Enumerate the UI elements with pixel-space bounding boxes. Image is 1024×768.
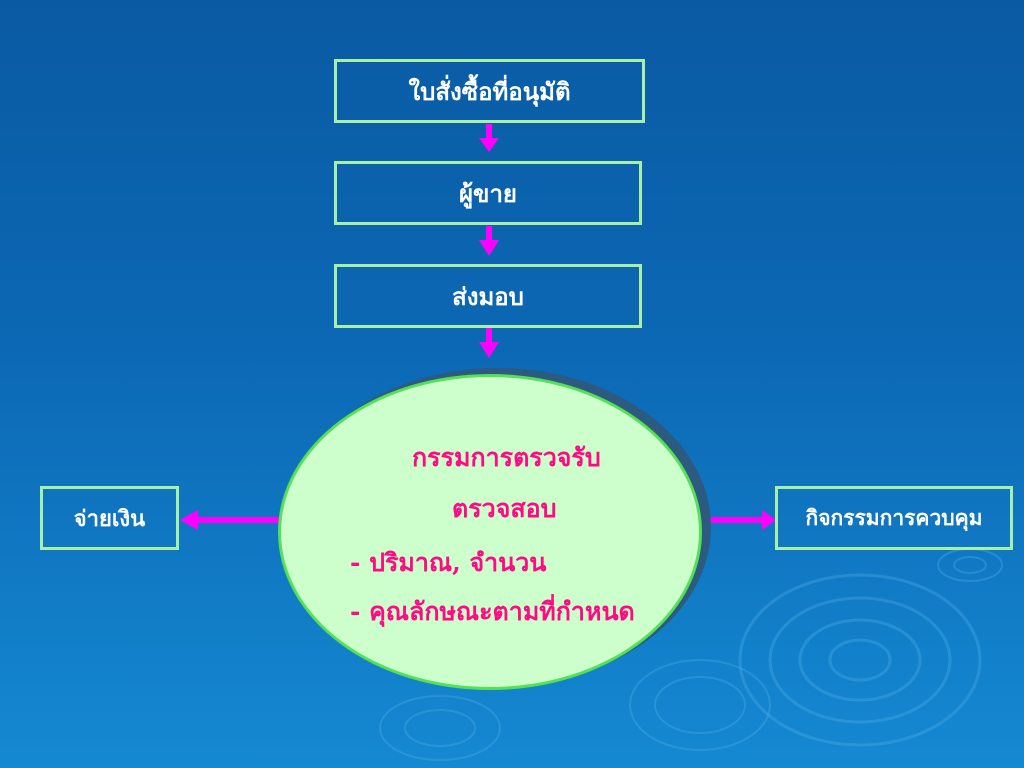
committee-bullet-quantity: - ปริมาณ, จำนวน xyxy=(350,548,547,577)
control-activities-label: กิจกรรมการควบคุม xyxy=(805,504,983,530)
committee-title: กรรมการตรวจรับ xyxy=(412,443,601,472)
delivery-label: ส่งมอบ xyxy=(452,281,524,311)
vendor-box: ผู้ขาย xyxy=(334,161,642,225)
committee-subtitle: ตรวจสอบ xyxy=(452,494,557,523)
approved-po-label: ใบสั่งซื้อที่อนุมัติ xyxy=(408,76,571,106)
payment-box: จ่ายเงิน xyxy=(40,486,179,550)
control-activities-box: กิจกรรมการควบคุม xyxy=(775,486,1013,550)
inspection-committee-ellipse xyxy=(278,374,702,690)
delivery-box: ส่งมอบ xyxy=(334,264,642,328)
committee-bullet-specification: - คุณลักษณะตามที่กำหนด xyxy=(350,597,635,626)
approved-po-box: ใบสั่งซื้อที่อนุมัติ xyxy=(334,59,645,123)
vendor-label: ผู้ขาย xyxy=(458,178,517,208)
payment-label: จ่ายเงิน xyxy=(73,505,146,532)
